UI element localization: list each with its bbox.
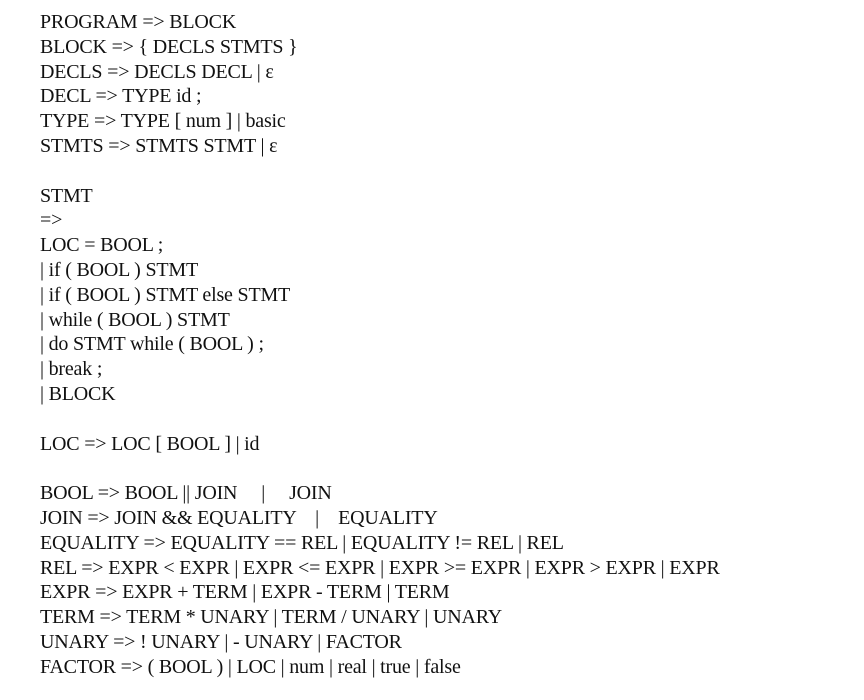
grammar-section-loc: LOC => LOC [ BOOL ] | id [40, 432, 720, 457]
grammar-section-program: PROGRAM => BLOCK BLOCK => { DECLS STMTS … [40, 10, 720, 159]
grammar-rule-bool: BOOL => BOOL || JOIN | JOIN [40, 482, 332, 505]
grammar-rule-stmt-block: | BLOCK [40, 382, 116, 405]
grammar-rule-program: PROGRAM => BLOCK [40, 11, 237, 33]
grammar-section-stmt: STMT => LOC = BOOL ; | if ( BOOL ) STMT … [40, 184, 720, 407]
grammar-rule-expr: EXPR => EXPR + TERM | EXPR - TERM | TERM [40, 581, 450, 604]
grammar-rule-block: BLOCK => { DECLS STMTS } [40, 35, 298, 58]
section-spacer [40, 456, 720, 481]
grammar-rule-type: TYPE => TYPE [ num ] | basic [40, 110, 286, 133]
grammar-rule-decls: DECLS => DECLS DECL | ε [40, 60, 274, 83]
grammar-rule-stmt-if: | if ( BOOL ) STMT [40, 258, 198, 281]
grammar-rule-loc: LOC => LOC [ BOOL ] | id [40, 432, 260, 455]
grammar-section-expressions: BOOL => BOOL || JOIN | JOIN JOIN => JOIN… [40, 481, 720, 679]
grammar-rule-stmts: STMTS => STMTS STMT | ε [40, 134, 278, 157]
grammar-rule-stmt-arrow: => [40, 209, 63, 232]
grammar-rule-unary: UNARY => ! UNARY | - UNARY | FACTOR [40, 630, 402, 653]
grammar-rule-decl: DECL => TYPE id ; [40, 85, 202, 108]
grammar-rule-stmt-break: | break ; [40, 358, 103, 381]
grammar-rule-stmt-assign: LOC = BOOL ; [40, 234, 164, 257]
grammar-rule-factor: FACTOR => ( BOOL ) | LOC | num | real | … [40, 655, 461, 678]
grammar-rule-join: JOIN => JOIN && EQUALITY | EQUALITY [40, 506, 438, 529]
grammar-rule-term: TERM => TERM * UNARY | TERM / UNARY | UN… [40, 606, 503, 629]
grammar-rule-equality: EQUALITY => EQUALITY == REL | EQUALITY !… [40, 531, 564, 554]
grammar-rule-rel: REL => EXPR < EXPR | EXPR <= EXPR | EXPR… [40, 556, 720, 579]
grammar-rule-stmt-do-while: | do STMT while ( BOOL ) ; [40, 333, 264, 356]
grammar-rule-stmt-if-else: | if ( BOOL ) STMT else STMT [40, 283, 291, 306]
grammar-rule-stmt-while: | while ( BOOL ) STMT [40, 308, 230, 331]
grammar-rule-stmt-head: STMT [40, 184, 93, 207]
section-spacer [40, 159, 720, 184]
grammar-document: PROGRAM => BLOCK BLOCK => { DECLS STMTS … [40, 10, 720, 680]
section-spacer [40, 407, 720, 432]
